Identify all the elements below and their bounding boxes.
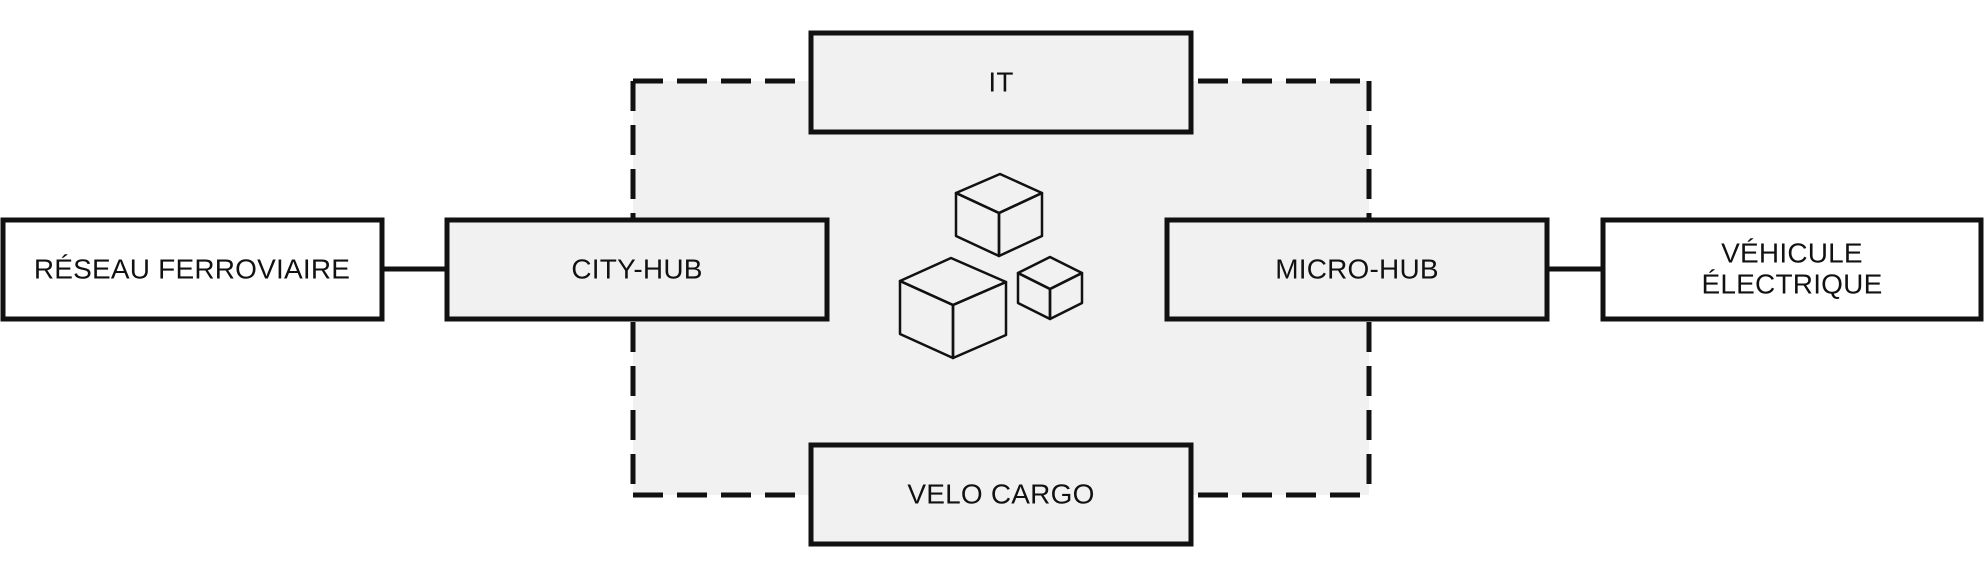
node-reseau-ferroviaire: RÉSEAU FERROVIAIRE — [0, 217, 385, 322]
node-micro-hub-label: MICRO-HUB — [1275, 254, 1439, 285]
node-it: IT — [808, 30, 1194, 135]
node-vehicule-electrique: VÉHICULE ÉLECTRIQUE — [1600, 217, 1984, 322]
parcels-boxes-icon — [898, 172, 1084, 360]
node-city-hub: CITY-HUB — [444, 217, 830, 322]
large-cube-icon — [898, 256, 1008, 360]
node-velo-cargo: VELO CARGO — [808, 442, 1194, 547]
node-city-hub-label: CITY-HUB — [571, 254, 702, 285]
node-it-label: IT — [988, 67, 1013, 98]
node-reseau-ferroviaire-label: RÉSEAU FERROVIAIRE — [34, 254, 350, 285]
node-velo-cargo-label: VELO CARGO — [907, 479, 1094, 510]
node-vehicule-electrique-label-line1: VÉHICULE — [1721, 238, 1863, 269]
logistics-zone-dashed-border — [630, 78, 1372, 498]
node-vehicule-electrique-label-line2: ÉLECTRIQUE — [1702, 269, 1883, 300]
node-micro-hub: MICRO-HUB — [1164, 217, 1550, 322]
small-cube-right-icon — [1016, 255, 1084, 321]
small-cube-top-icon — [954, 172, 1044, 258]
